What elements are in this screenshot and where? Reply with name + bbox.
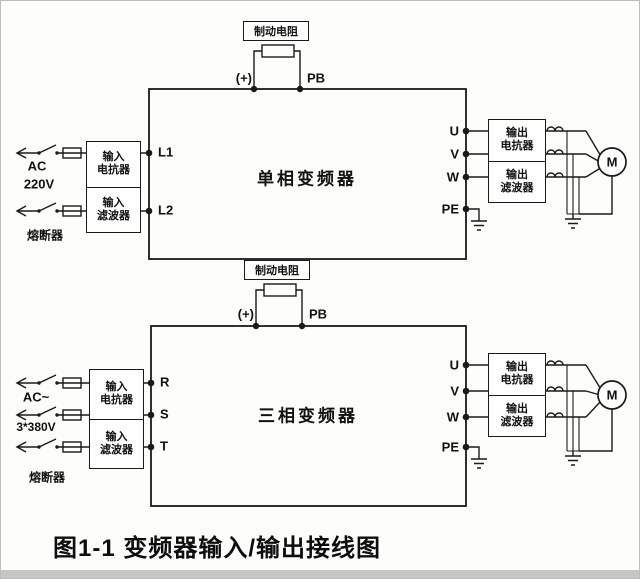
brake-resistor-symbol	[253, 44, 301, 88]
fuse-label: 熔断器	[27, 228, 64, 243]
terminal-l1: L1	[158, 144, 174, 160]
brake-resistor-symbol	[255, 283, 303, 325]
ground-symbol-shield	[565, 218, 581, 229]
motor-label: M	[606, 154, 618, 170]
cable-loops	[546, 126, 564, 178]
ground-symbol-pe	[471, 220, 487, 231]
inverter-title-single-phase: 单相变频器	[257, 169, 357, 189]
input-reactor-filter-box: 输入 电抗器 输入 滤波器	[89, 369, 144, 469]
ground-symbol-pe	[471, 458, 487, 469]
supply-label-voltage: 3*380V	[16, 420, 56, 434]
terminal-v: V	[450, 383, 459, 399]
shield-drain-wires	[566, 365, 580, 452]
terminal-pb: PB	[309, 306, 328, 322]
single-phase-circuit	[15, 44, 627, 260]
three-phase-circuit	[15, 283, 627, 507]
motor-symbol	[597, 147, 627, 177]
switch-blade-icon	[38, 144, 57, 212]
fuse-symbol	[62, 409, 82, 421]
fuse-symbol	[62, 441, 82, 453]
inverter-title-three-phase: 三相变频器	[258, 406, 358, 426]
fuse-symbol	[62, 205, 82, 217]
terminal-w: W	[446, 169, 459, 185]
figure-caption: 图1-1 变频器输入/输出接线图	[53, 535, 382, 562]
terminal-v: V	[450, 146, 459, 162]
input-reactor-filter-box: 输入 电抗器 输入 滤波器	[86, 141, 141, 233]
fuse-symbol	[62, 377, 82, 389]
output-filter-label: 输出 滤波器	[500, 402, 534, 428]
terminal-r: R	[160, 374, 170, 390]
ground-symbol-shield	[565, 455, 581, 466]
input-filter-label: 输入 滤波器	[97, 196, 130, 222]
terminal-pe: PE	[441, 201, 459, 217]
fuse-label: 熔断器	[29, 470, 66, 485]
supply-label-ac: AC	[27, 158, 47, 174]
motor-label: M	[606, 387, 618, 403]
terminal-t: T	[160, 438, 168, 454]
terminal-pe: PE	[441, 439, 459, 455]
brake-resistor-label: 制动电阻	[244, 260, 310, 280]
terminal-w: W	[446, 409, 459, 425]
output-filter-label: 输出 滤波器	[500, 168, 534, 194]
dc-terminal-dots	[250, 85, 304, 93]
supply-label-voltage: 220V	[23, 176, 55, 192]
terminal-u: U	[449, 357, 459, 373]
cable-loops	[546, 360, 564, 418]
output-terminal-dots	[462, 361, 470, 451]
input-reactor-label: 输入 电抗器	[90, 370, 143, 420]
motor-symbol	[597, 380, 627, 410]
terminal-pb: PB	[307, 70, 326, 86]
dc-terminal-dots	[252, 322, 306, 330]
page-edge-strip	[1, 570, 639, 578]
output-reactor-filter-box: 输出 电抗器 输出 滤波器	[488, 353, 546, 437]
terminal-dc-plus: (+)	[237, 306, 254, 322]
output-terminal-dots	[462, 127, 470, 213]
supply-label-ac: AC~	[22, 389, 50, 405]
input-reactor-label: 输入 电抗器	[87, 142, 140, 188]
input-terminal-dots	[147, 379, 155, 451]
switch-blade-icon	[38, 374, 57, 448]
terminal-s: S	[160, 406, 169, 422]
terminal-dc-plus: (+)	[235, 70, 252, 86]
brake-resistor-label: 制动电阻	[243, 21, 309, 41]
input-terminal-dots	[145, 149, 153, 215]
motor-ground-wire	[572, 409, 613, 456]
fuse-symbol	[62, 147, 82, 159]
output-reactor-label: 输出 电抗器	[489, 354, 545, 396]
output-reactor-filter-box: 输出 电抗器 输出 滤波器	[488, 119, 546, 203]
output-reactor-label: 输出 电抗器	[489, 120, 545, 162]
shield-drain-wires	[566, 131, 580, 215]
motor-ground-wire	[572, 176, 613, 219]
terminal-l2: L2	[158, 202, 174, 218]
supply-arrow-icon	[15, 377, 27, 453]
input-filter-label: 输入 滤波器	[100, 430, 133, 456]
terminal-u: U	[449, 123, 459, 139]
supply-arrow-icon	[15, 147, 27, 217]
